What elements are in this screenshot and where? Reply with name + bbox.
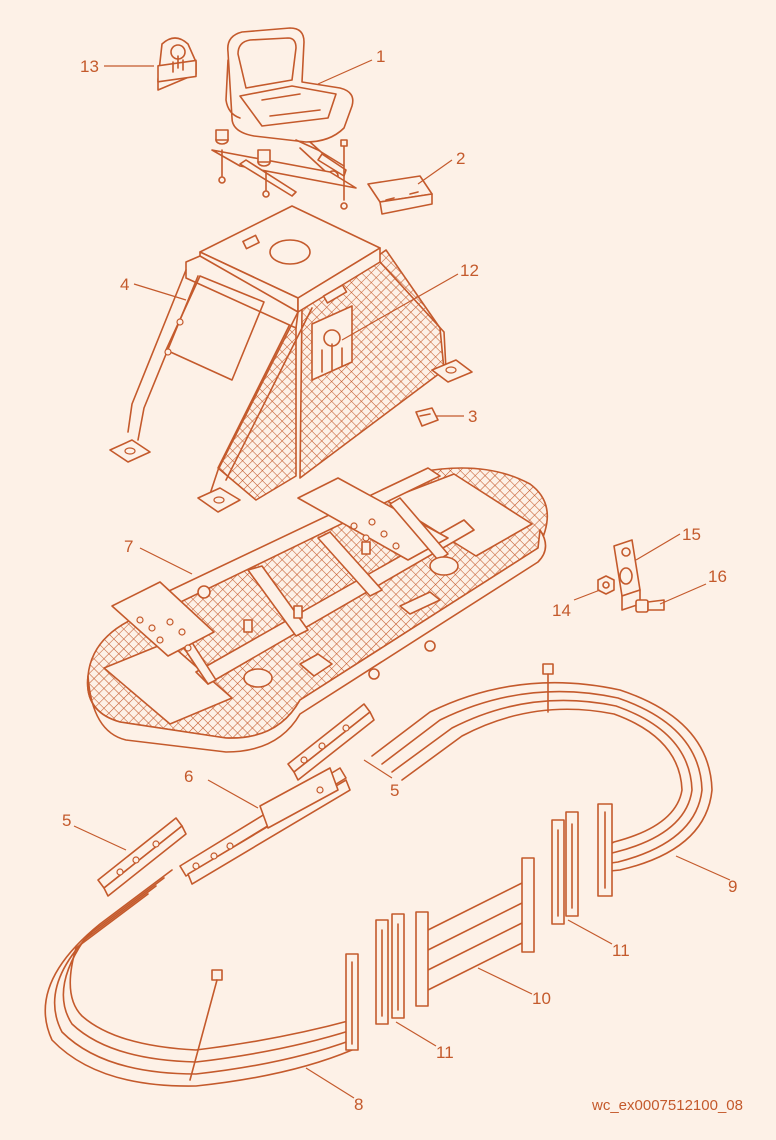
- callout-13: 13: [80, 57, 99, 76]
- callout-2: 2: [456, 149, 465, 168]
- part-4-frame: [109, 205, 473, 513]
- callout-10: 10: [532, 989, 551, 1008]
- part-5-bracket-right: [287, 703, 375, 781]
- part-13-decal: [157, 37, 197, 91]
- reference-code: wc_ex0007512100_08: [591, 1097, 743, 1114]
- part-11-upright-left: [375, 913, 405, 1025]
- callout-12: 12: [460, 261, 479, 280]
- callout-16: 16: [708, 567, 727, 586]
- part-16-bolt: [635, 599, 665, 613]
- part-3-clip: [415, 407, 439, 427]
- callout-15: 15: [682, 525, 701, 544]
- part-2-bracket: [367, 175, 433, 215]
- part-11-upright-right: [551, 811, 579, 925]
- part-7-platform: [86, 467, 549, 753]
- callout-5-left: 5: [62, 811, 71, 830]
- leader-lines: [73, 59, 731, 1099]
- part-8-guard-ring: [44, 869, 359, 1087]
- callout-8: 8: [354, 1095, 363, 1114]
- callout-9: 9: [728, 877, 737, 896]
- part-9-guard-ring: [371, 663, 713, 897]
- callout-4: 4: [120, 275, 129, 294]
- callout-11-right: 11: [612, 941, 630, 960]
- part-10-guard-section: [415, 857, 535, 1007]
- callout-3: 3: [468, 407, 477, 426]
- callout-1: 1: [376, 47, 385, 66]
- part-6-bracket: [179, 767, 351, 885]
- part-5-bracket-left: [97, 817, 187, 897]
- callout-7: 7: [124, 537, 133, 556]
- callout-5-right: 5: [390, 781, 399, 800]
- part-15-plate: [613, 539, 641, 611]
- seat-hardware: [211, 129, 357, 210]
- part-14-nut: [597, 575, 615, 595]
- callout-14: 14: [552, 601, 571, 620]
- callouts: 13 1 2 4 12 3 15 7 16 14 5 6 5 9 11 10 1…: [62, 47, 743, 1114]
- callout-11-left: 11: [436, 1043, 454, 1062]
- callout-6: 6: [184, 767, 193, 786]
